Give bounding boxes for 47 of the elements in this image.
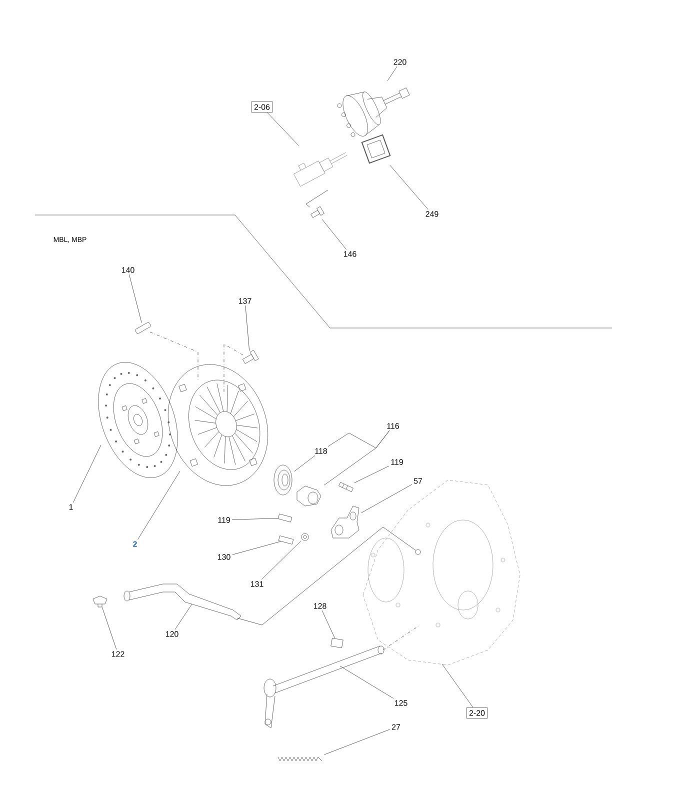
leader-line	[442, 664, 474, 708]
leader-line	[174, 604, 192, 630]
gasket-drawing	[361, 134, 391, 164]
pin-drawing	[135, 322, 151, 334]
leader-line	[390, 164, 428, 210]
shaft-drawing	[264, 646, 384, 728]
bolt-drawing	[242, 350, 259, 364]
housing-drawing	[362, 480, 520, 666]
leader-line	[354, 466, 390, 484]
washer-drawing	[301, 533, 309, 541]
leader-line	[324, 729, 390, 755]
key-drawing	[330, 638, 344, 648]
bearing-drawing	[274, 464, 292, 496]
assembly-line	[236, 526, 416, 626]
assembly-line	[382, 624, 420, 650]
leader-line	[387, 66, 398, 82]
clip-drawing	[92, 596, 108, 608]
clutch-cover-drawing	[168, 364, 268, 486]
fork-drawing	[330, 506, 360, 538]
release-sleeve-drawing	[296, 486, 322, 506]
clutch-disc-drawing	[98, 362, 178, 478]
leader-line	[138, 470, 180, 540]
cylinder-drawing	[294, 152, 348, 187]
pin-drawing	[338, 482, 354, 492]
leader-line	[232, 541, 282, 555]
leader-line	[232, 518, 278, 520]
bolt-drawing	[310, 206, 324, 218]
leader-line	[72, 444, 102, 503]
hose-drawing	[124, 584, 242, 620]
pin-drawing	[278, 514, 292, 522]
leader-line	[360, 484, 412, 514]
leader-line	[322, 610, 336, 639]
leader-line	[128, 274, 142, 324]
assembly-line	[150, 332, 198, 380]
leader-line	[261, 540, 302, 580]
assembly-line	[306, 190, 328, 208]
leader-line	[340, 666, 394, 699]
leader-line	[322, 218, 347, 250]
assembly-line	[224, 344, 244, 394]
booster-drawing	[337, 88, 410, 137]
leader-line	[267, 112, 300, 146]
leader-line	[294, 455, 316, 472]
leader-line	[102, 606, 117, 650]
spring-drawing	[278, 756, 322, 762]
leader-line	[245, 305, 250, 352]
leader-line	[328, 430, 390, 448]
bolt-drawing	[278, 536, 294, 544]
